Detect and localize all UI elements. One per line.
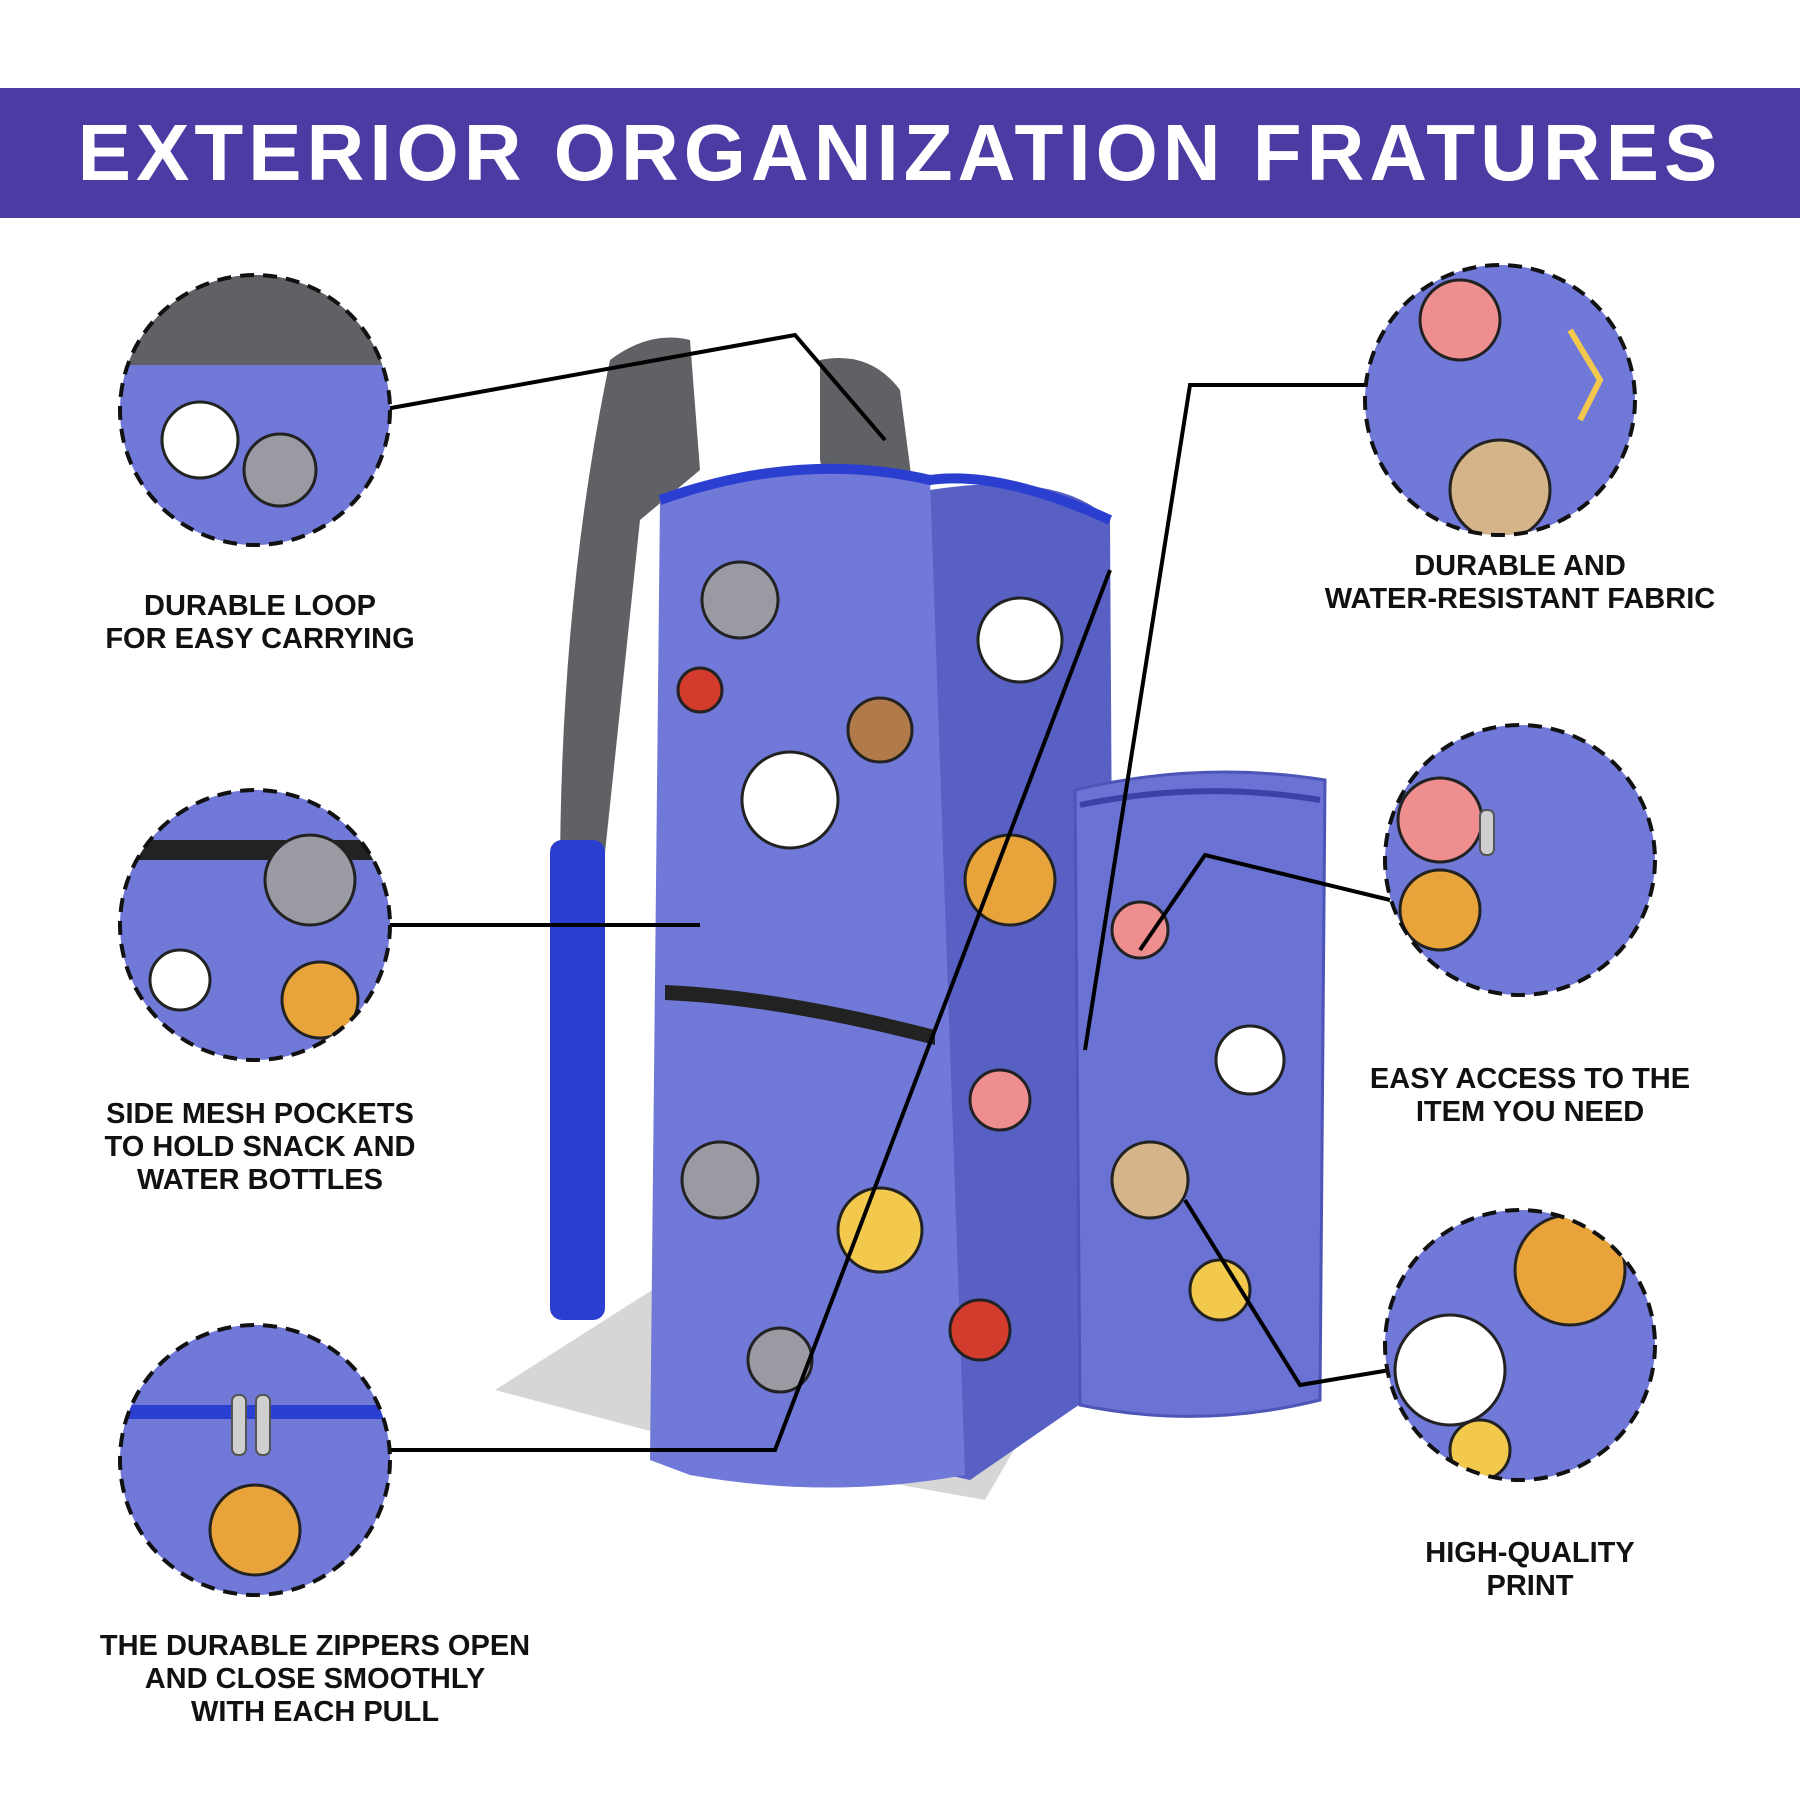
callout-line-print <box>1183 1198 1391 1388</box>
caption-access: EASY ACCESS TO THE ITEM YOU NEED <box>1310 1063 1750 1129</box>
detail-circle-loop <box>118 273 392 547</box>
caption-line: WITH EACH PULL <box>190 1696 440 1728</box>
front-panel <box>650 468 965 1488</box>
page-title: EXTERIOR ORGANIZATION FRATURES <box>77 108 1723 197</box>
caption-zipper: THE DURABLE ZIPPERS OPEN AND CLOSE SMOOT… <box>40 1630 590 1729</box>
detail-circle-print <box>1383 1208 1657 1482</box>
caption-line: FOR EASY CARRYING <box>105 623 415 655</box>
caption-fabric: DURABLE AND WATER-RESISTANT FABRIC <box>1290 550 1750 616</box>
caption-print: HIGH-QUALITY PRINT <box>1310 1537 1750 1603</box>
caption-line: PRINT <box>1486 1570 1574 1602</box>
caption-line: SIDE MESH POCKETS <box>106 1098 414 1130</box>
zipper-trim <box>658 463 1113 525</box>
caption-line: DURABLE AND <box>1414 550 1626 582</box>
caption-loop: DURABLE LOOP FOR EASY CARRYING <box>40 590 480 656</box>
detail-circle-fabric <box>1363 263 1637 537</box>
side-mesh-pocket <box>665 985 935 1045</box>
print-motifs <box>676 560 1286 1394</box>
caption-line: ITEM YOU NEED <box>1415 1096 1645 1128</box>
caption-line: AND CLOSE SMOOTHLY <box>144 1663 486 1695</box>
callout-line-access <box>1138 852 1391 952</box>
callout-line-zipper <box>380 569 1112 1452</box>
side-panel <box>925 484 1115 1480</box>
caption-line: DURABLE LOOP <box>144 590 376 622</box>
callout-lines <box>379 332 1391 1452</box>
caption-line: WATER BOTTLES <box>137 1164 383 1196</box>
detail-circle-mesh <box>118 788 392 1062</box>
caption-line: TO HOLD SNACK AND <box>104 1131 416 1163</box>
detail-circle-access <box>1383 723 1657 997</box>
caption-line: EASY ACCESS TO THE <box>1369 1063 1691 1095</box>
title-banner: EXTERIOR ORGANIZATION FRATURES <box>0 88 1800 218</box>
caption-line: HIGH-QUALITY <box>1425 1537 1635 1569</box>
detail-circle-zipper <box>118 1323 392 1597</box>
caption-line: THE DURABLE ZIPPERS OPEN <box>99 1630 531 1662</box>
caption-line: WATER-RESISTANT FABRIC <box>1324 583 1716 615</box>
shoulder-strap <box>560 337 700 900</box>
pocket-zipper <box>1079 788 1321 808</box>
caption-mesh: SIDE MESH POCKETS TO HOLD SNACK AND WATE… <box>40 1098 480 1197</box>
backpack <box>550 337 1327 1488</box>
strap-webbing <box>550 840 605 1320</box>
callout-line-fabric <box>1083 383 1365 1051</box>
callout-line-loop <box>379 332 887 442</box>
